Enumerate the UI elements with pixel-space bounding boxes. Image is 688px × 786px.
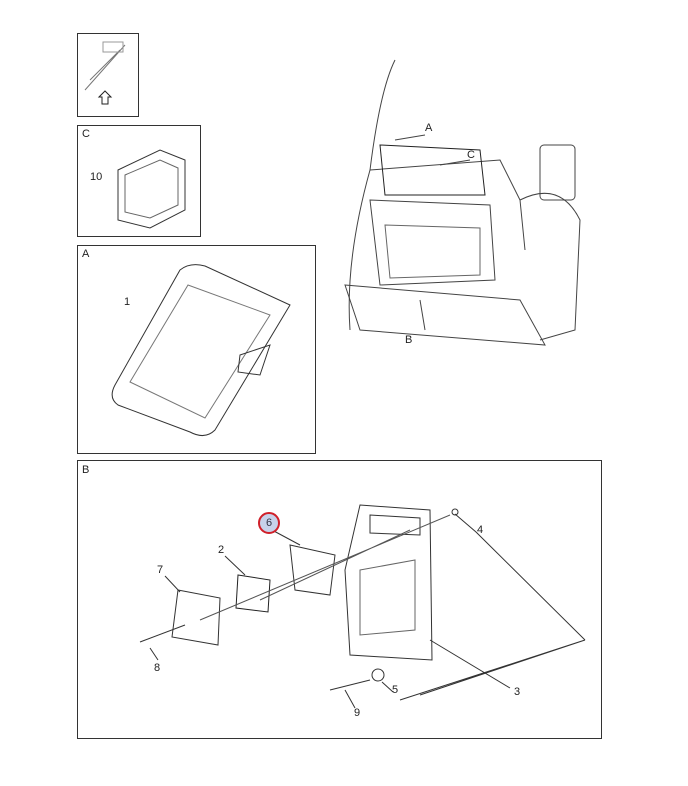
callout-7[interactable]: 7 bbox=[157, 564, 164, 576]
callout-3[interactable]: 3 bbox=[514, 686, 521, 698]
callout-2[interactable]: 2 bbox=[218, 544, 225, 556]
panel-b-title: B bbox=[82, 464, 90, 476]
callout-8[interactable]: 8 bbox=[154, 662, 161, 674]
part-10-illustration bbox=[117, 149, 186, 229]
callout-1[interactable]: 1 bbox=[124, 296, 131, 308]
panel-c-title: C bbox=[82, 128, 90, 140]
detail-panel-a bbox=[77, 245, 316, 454]
exploded-parts-illustration bbox=[139, 504, 586, 709]
callout-10[interactable]: 10 bbox=[90, 171, 103, 183]
overview-callout-b[interactable]: B bbox=[405, 334, 413, 346]
overview-callout-a[interactable]: A bbox=[425, 122, 433, 134]
callout-6-highlighted[interactable]: 6 bbox=[258, 512, 280, 534]
up-arrow-navigation-icon bbox=[84, 41, 126, 105]
callout-5[interactable]: 5 bbox=[392, 684, 399, 696]
overview-callout-c[interactable]: C bbox=[467, 149, 475, 161]
part-1-illustration bbox=[111, 264, 291, 436]
panel-a-title: A bbox=[82, 248, 90, 260]
truck-front-illustration bbox=[344, 59, 581, 346]
detail-panel-c bbox=[77, 125, 201, 237]
callout-4[interactable]: 4 bbox=[477, 524, 484, 536]
detail-panel-b bbox=[77, 460, 602, 739]
callout-9[interactable]: 9 bbox=[354, 707, 361, 719]
